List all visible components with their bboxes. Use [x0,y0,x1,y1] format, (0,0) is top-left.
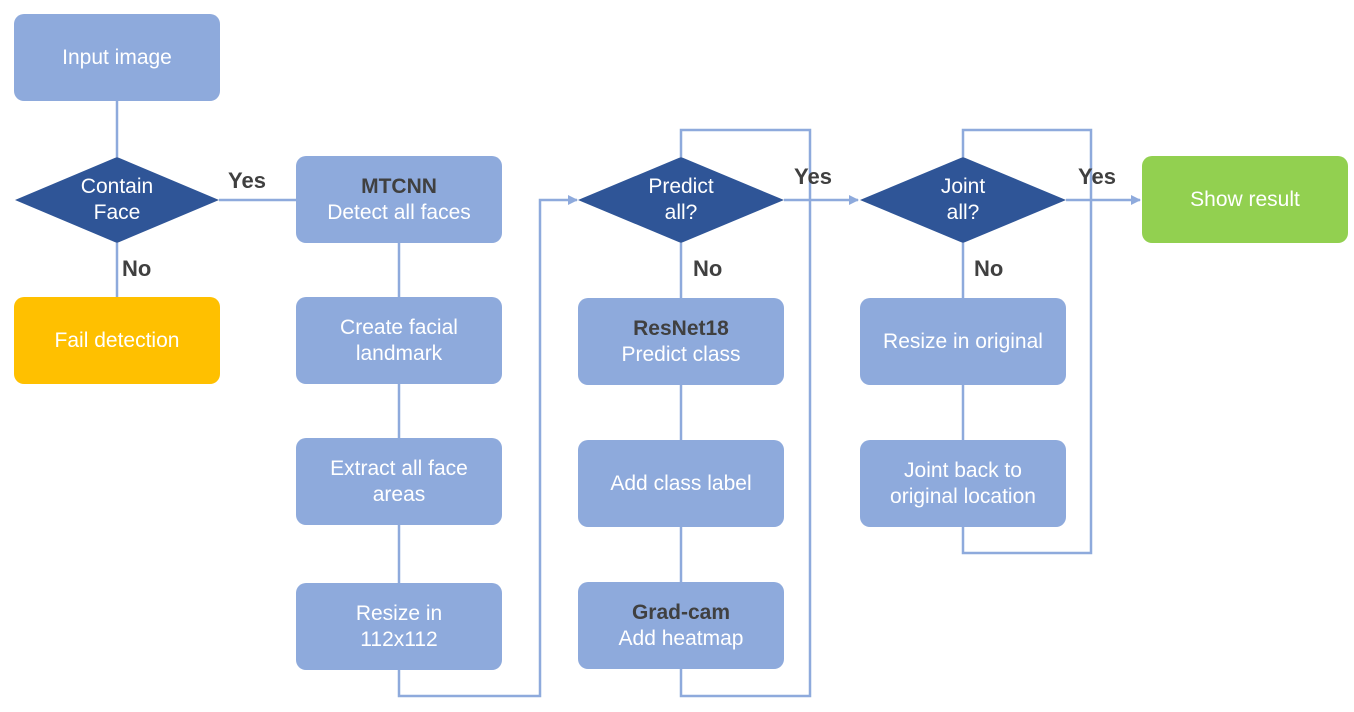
node-resnet-title: ResNet18 [633,316,729,340]
edge-resize-to-predict [397,195,578,698]
decision-predict-all-line2: all? [664,201,698,224]
decision-contain-face-shape [15,157,219,243]
decision-predict-all: Predict all? [578,157,784,243]
node-fail-detection: Fail detection [14,297,220,384]
node-add-class-label-text: Add class label [610,471,752,495]
node-show-result-text: Show result [1190,187,1300,211]
label-joint-no: No [974,256,1004,281]
node-gradcam: Grad-cam Add heatmap [578,582,784,669]
node-create-landmark: Create facial landmark [296,297,502,384]
label-face-yes: Yes [228,168,266,193]
node-create-landmark-line1: Create facial [340,315,458,339]
node-resize-112-line1: Resize in [355,601,443,625]
node-resize-112: Resize in 112x112 [296,583,502,670]
decision-predict-all-shape [578,157,784,243]
label-joint-yes: Yes [1078,164,1116,189]
node-gradcam-title: Grad-cam [631,600,731,624]
node-resnet: ResNet18 Predict class [578,298,784,385]
node-mtcnn: MTCNN Detect all faces [296,156,502,243]
node-create-landmark-line2: landmark [355,341,443,365]
node-gradcam-text: Add heatmap [618,626,744,650]
edge-gradcam-loop-back [679,128,812,698]
decision-contain-face-line1: Contain [80,175,154,198]
node-extract-faces: Extract all face areas [296,438,502,525]
edge-joint-back-loop [961,128,1093,555]
node-add-class-label: Add class label [578,440,784,527]
node-input-image-label: Input image [62,45,172,69]
node-extract-faces-line1: Extract all face [330,456,468,480]
node-fail-detection-label: Fail detection [54,328,180,352]
node-input-image: Input image [14,14,220,101]
node-resize-original: Resize in original [860,298,1066,385]
decision-predict-all-line1: Predict [648,175,714,198]
node-mtcnn-title: MTCNN [361,174,437,198]
label-face-no: No [122,256,152,281]
node-joint-back-line2: original location [890,484,1036,508]
decision-joint-all-shape [860,157,1066,243]
decision-contain-face: Contain Face [15,157,219,243]
node-resize-112-line2: 112x112 [360,627,438,651]
label-predict-yes: Yes [794,164,832,189]
node-show-result: Show result [1142,156,1348,243]
decision-contain-face-line2: Face [93,201,141,224]
label-predict-no: No [693,256,723,281]
node-resnet-text: Predict class [621,342,741,366]
node-extract-faces-line2: areas [372,482,426,506]
decision-joint-all: Joint all? [860,157,1066,243]
node-resize-original-text: Resize in original [883,329,1043,353]
decision-joint-all-line2: all? [946,201,980,224]
node-joint-back-line1: Joint back to [904,458,1022,482]
node-joint-back: Joint back to original location [860,440,1066,527]
node-mtcnn-text: Detect all faces [327,200,471,224]
decision-joint-all-line1: Joint [940,175,986,198]
